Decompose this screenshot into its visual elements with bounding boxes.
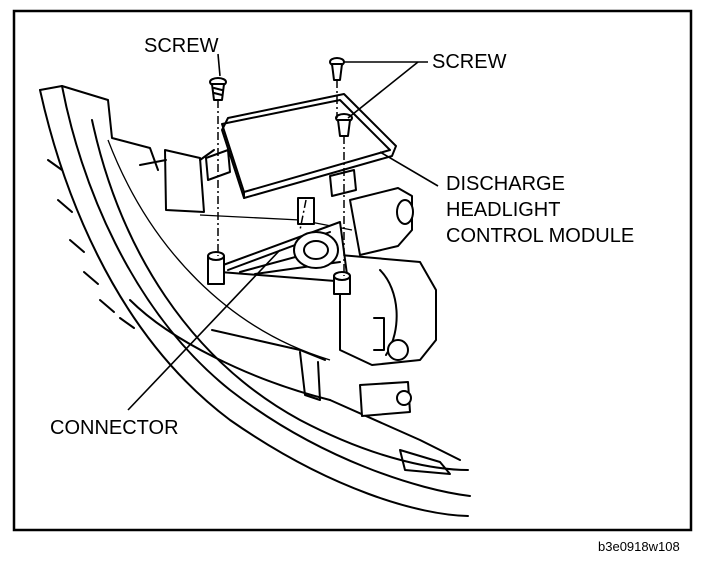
screw-right-lower	[335, 113, 353, 137]
install-axes	[217, 80, 345, 276]
screw-right-label: SCREW	[432, 51, 507, 73]
screw-left-label: SCREW	[144, 35, 219, 57]
screw-left	[209, 77, 227, 101]
screw-right-upper	[329, 57, 345, 81]
leveling-actuator	[339, 187, 437, 417]
leader-lines	[127, 53, 439, 411]
headlamp-housing	[39, 85, 471, 517]
control-module	[205, 93, 397, 199]
figure-code: b3e0918w108	[598, 539, 680, 554]
diagram-frame	[12, 9, 693, 532]
module-label-line3: CONTROL MODULE	[446, 225, 634, 247]
module-label-line1: DISCHARGE	[446, 173, 565, 195]
mounting-bracket	[207, 197, 351, 295]
connector-label: CONNECTOR	[50, 417, 179, 439]
module-label-line2: HEADLIGHT	[446, 199, 560, 221]
